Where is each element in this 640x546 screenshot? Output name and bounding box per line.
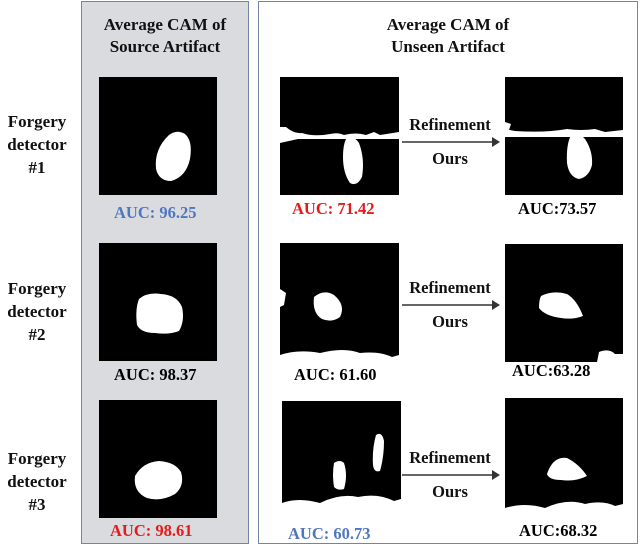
cam-map-refined-3: [505, 398, 623, 516]
right-arrow-icon: [400, 136, 500, 148]
cam-map-unseen-2: [280, 243, 399, 361]
row-label-detector-2: Forgery detector #2: [0, 277, 74, 346]
arrow-top-label: Refinement: [409, 448, 491, 467]
auc-refined-3: AUC:68.32: [519, 521, 598, 540]
row-label-line: detector: [7, 302, 67, 321]
row-label-line: detector: [7, 472, 67, 491]
row-label-line: detector: [7, 135, 67, 154]
row-label-line: Forgery: [7, 112, 67, 131]
row-label-detector-1: Forgery detector #1: [0, 110, 74, 179]
auc-source-1: AUC: 96.25: [114, 203, 197, 222]
auc-unseen-2: AUC: 61.60: [294, 365, 377, 384]
row-label-line: #2: [28, 325, 46, 344]
source-header-line1: Average CAM of: [103, 15, 227, 34]
auc-unseen-3: AUC: 60.73: [288, 524, 371, 543]
auc-refined-2: AUC:63.28: [512, 361, 591, 380]
auc-unseen-1: AUC: 71.42: [292, 199, 375, 218]
auc-refined-1: AUC:73.57: [518, 199, 597, 218]
right-arrow-icon: [400, 469, 500, 481]
right-arrow-icon: [400, 299, 500, 311]
cam-map-source-3: [99, 400, 217, 518]
cam-map-refined-1: [505, 77, 623, 195]
arrow-top-label: Refinement: [409, 278, 491, 297]
arrow-top-label: Refinement: [409, 115, 491, 134]
arrow-bottom-label: Ours: [432, 482, 468, 501]
row-label-line: #3: [28, 495, 46, 514]
source-artifact-header: Average CAM of Source Artifact: [81, 14, 249, 58]
refinement-arrow-1: Refinement Ours: [400, 115, 500, 169]
unseen-header-line2: Unseen Artifact: [391, 37, 505, 56]
refinement-arrow-2: Refinement Ours: [400, 278, 500, 332]
auc-source-2: AUC: 98.37: [114, 365, 197, 384]
cam-map-refined-2: [505, 244, 623, 362]
arrow-bottom-label: Ours: [432, 149, 468, 168]
cam-map-source-1: [99, 77, 217, 195]
arrow-bottom-label: Ours: [432, 312, 468, 331]
auc-source-3: AUC: 98.61: [110, 521, 193, 540]
cam-map-unseen-3: [282, 401, 401, 519]
row-label-detector-3: Forgery detector #3: [0, 447, 74, 516]
row-label-line: Forgery: [7, 449, 67, 468]
cam-map-source-2: [99, 243, 217, 361]
source-header-line2: Source Artifact: [109, 37, 221, 56]
cam-map-unseen-1: [280, 77, 399, 195]
unseen-header-line1: Average CAM of: [386, 15, 510, 34]
unseen-artifact-header: Average CAM of Unseen Artifact: [258, 14, 638, 58]
row-label-line: #1: [28, 158, 46, 177]
row-label-line: Forgery: [7, 279, 67, 298]
refinement-arrow-3: Refinement Ours: [400, 448, 500, 502]
